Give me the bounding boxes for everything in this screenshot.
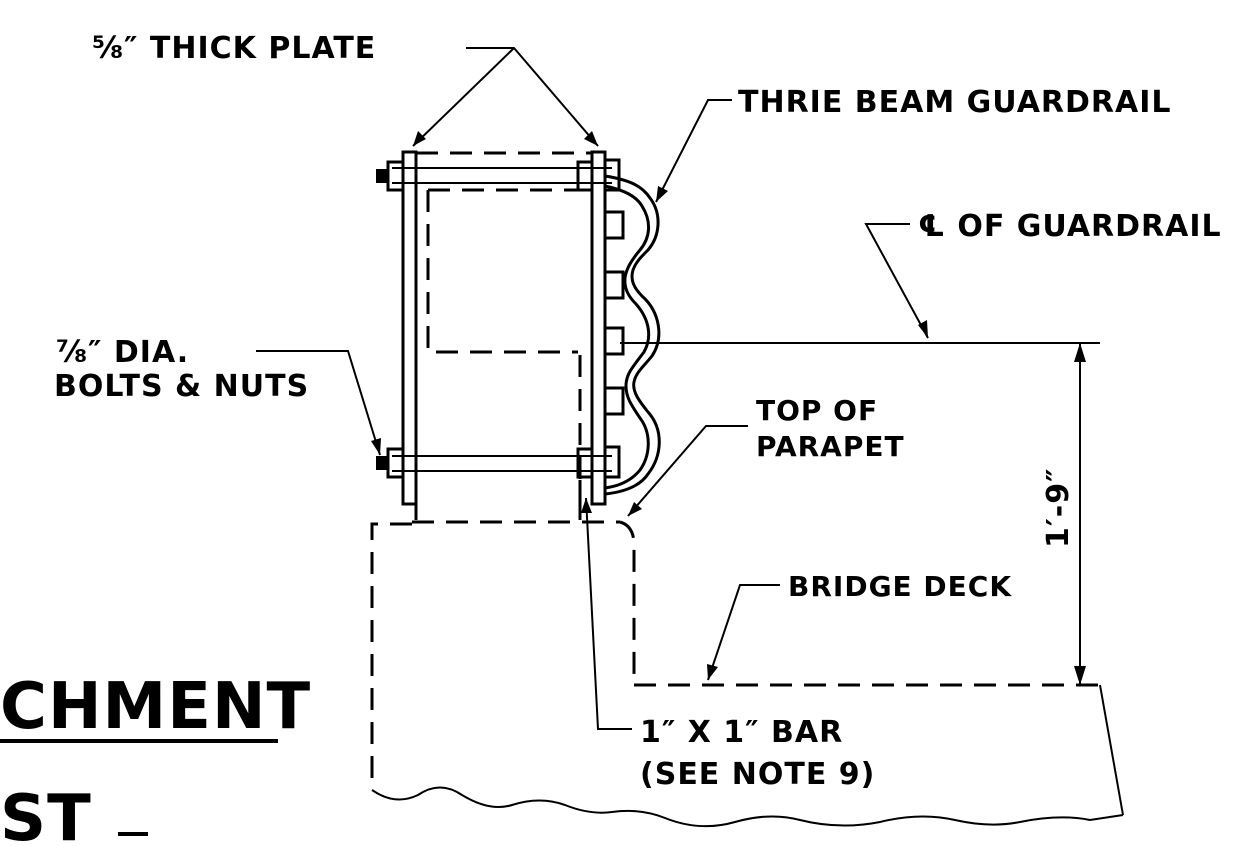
bar-arrow: [581, 498, 592, 513]
post-inner-left-dashed: [426, 190, 578, 354]
bridge-deck-label: BRIDGE DECK: [788, 570, 1012, 603]
top-parapet-leader: [627, 425, 748, 517]
bolts-leader: [256, 350, 381, 456]
thrie-beam-inner: [604, 184, 651, 490]
bolts-label-line2: BOLTS & NUTS: [54, 369, 309, 404]
bolts-label-line1: ⅞″ DIA.: [56, 335, 189, 370]
guardrail-post-assembly: [376, 150, 625, 520]
thrie-beam-leader: [655, 99, 732, 203]
cl-guardrail-arrow: [918, 320, 928, 338]
bridge-deck-arrow: [707, 664, 718, 680]
bar-leader: [585, 497, 632, 730]
top-parapet-arrow: [628, 502, 642, 516]
deck-break-edge: [1099, 684, 1124, 816]
dimension-text: 1′-9″: [1041, 467, 1076, 548]
rail-bolt-4: [603, 386, 625, 416]
parapet-outline: [370, 520, 1124, 828]
upper-nut-left: [386, 160, 405, 192]
rail-bolt-1: [603, 210, 625, 240]
parapet-right-edge: [619, 520, 636, 685]
thick-plate-arrow-left: [413, 131, 426, 146]
rail-bolt-3: [603, 326, 625, 356]
thick-plate-leader-right: [466, 47, 599, 147]
bar-label-line1: 1″ X 1″ BAR: [640, 715, 843, 750]
parapet-left-edge: [370, 522, 412, 790]
bolts-arrow: [371, 438, 381, 455]
right-plate: [590, 150, 607, 506]
bridge-deck-leader: [707, 584, 780, 681]
thick-plate-leader-left: [412, 47, 515, 147]
upper-nut-right: [603, 158, 621, 192]
upper-bolt-end: [376, 169, 388, 183]
thrie-beam-label: THRIE BEAM GUARDRAIL: [738, 85, 1172, 120]
callouts: ⅝″ THICK PLATE THRIE BEAM GUARDRAIL ℄ OF…: [54, 31, 1222, 792]
break-line: [371, 786, 1124, 828]
top-parapet-line1: TOP OF: [756, 394, 878, 427]
thrie-beam: [604, 174, 661, 496]
cl-guardrail-label: ℄ OF GUARDRAIL: [918, 209, 1222, 244]
thrie-beam-arrow: [656, 186, 668, 202]
left-plate: [401, 150, 418, 506]
top-parapet-line2: PARAPET: [756, 430, 905, 463]
title-block: CHMENT ST: [0, 670, 311, 846]
title-line-2: ST: [0, 782, 92, 846]
lower-washer-right: [576, 447, 594, 479]
dimension-arrow-top: [1074, 343, 1086, 362]
thick-plate-arrow-right: [584, 131, 598, 146]
thick-plate-label: ⅝″ THICK PLATE: [92, 31, 376, 66]
title-line-1: CHMENT: [0, 670, 311, 744]
lower-nut-left: [386, 447, 405, 479]
rail-bolt-2: [603, 270, 625, 300]
upper-washer-right: [576, 160, 594, 192]
lower-nut-right: [603, 445, 621, 479]
thrie-beam-outer: [604, 174, 661, 496]
dimension-arrow-bottom: [1074, 666, 1086, 685]
cl-guardrail-leader: [864, 223, 929, 339]
height-dimension: 1′-9″: [1041, 343, 1086, 685]
bar-label-line2: (SEE NOTE 9): [640, 757, 875, 792]
lower-bolt-end: [376, 456, 388, 470]
